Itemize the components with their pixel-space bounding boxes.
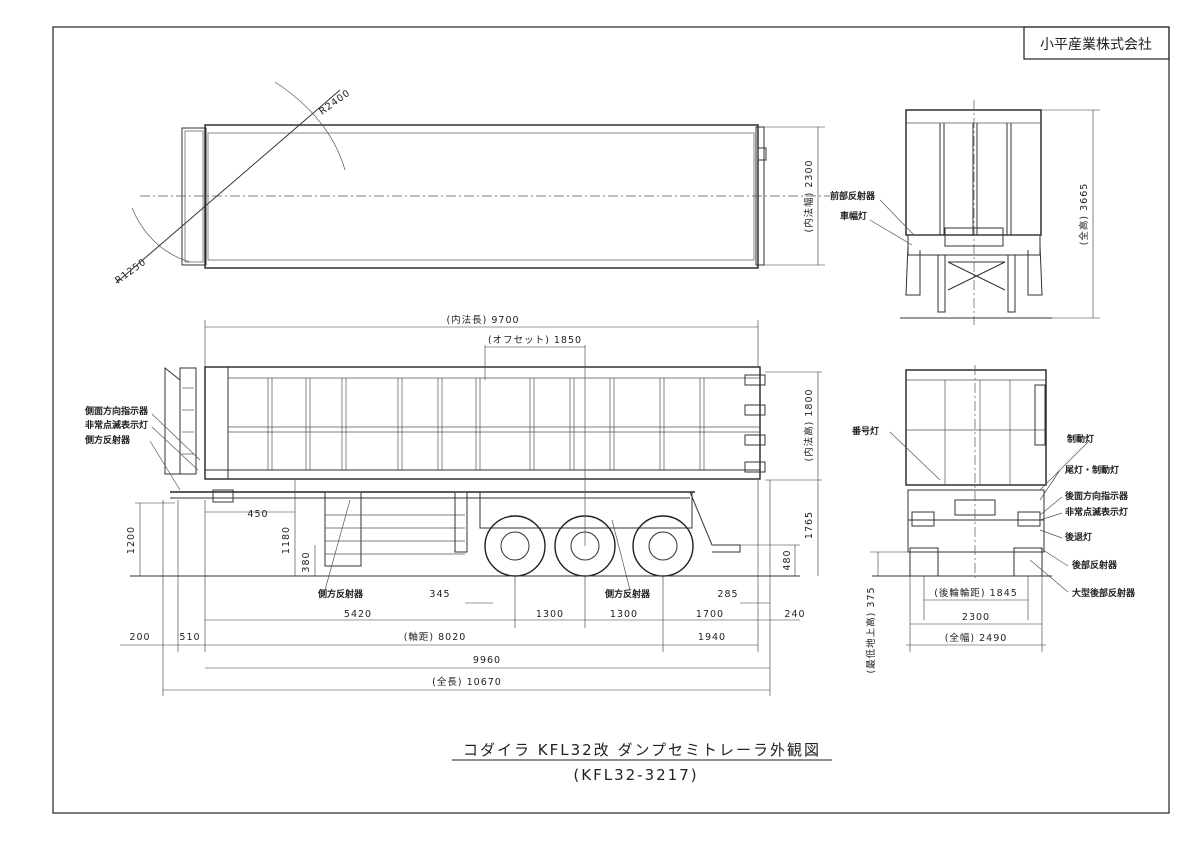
dim-9960: 9960 bbox=[473, 655, 501, 666]
dim-1700: 1700 bbox=[696, 609, 724, 620]
company-name: 小平産業株式会社 bbox=[1040, 37, 1152, 53]
dim-200: 200 bbox=[129, 632, 150, 643]
label-hazard-side: 非常点滅表示灯 bbox=[85, 419, 148, 431]
dim-inner-width: (内法幅) 2300 bbox=[803, 159, 815, 232]
dim-overall-height: (全高) 3665 bbox=[1078, 183, 1090, 246]
dim-5420: 5420 bbox=[344, 609, 372, 620]
drawing-subtitle: (KFL32-3217) bbox=[573, 766, 698, 784]
label-rear-reflector: 後部反射器 bbox=[1072, 559, 1118, 571]
label-side-reflector-bottom1: 側方反射器 bbox=[317, 588, 364, 600]
dim-rear-track: (後輪輪距) 1845 bbox=[934, 587, 1018, 599]
dim-285: 285 bbox=[717, 589, 738, 600]
label-rear-direction: 後面方向指示器 bbox=[1065, 490, 1129, 502]
dim-450: 450 bbox=[247, 509, 268, 520]
dim-radius-rear: R1250 bbox=[113, 256, 148, 286]
dim-1300a: 1300 bbox=[536, 609, 564, 620]
dim-offset: (オフセット) 1850 bbox=[488, 335, 582, 346]
dim-radius-front: R2400 bbox=[317, 87, 352, 117]
label-large-rear-reflector: 大型後部反射器 bbox=[1072, 587, 1136, 599]
dim-1200: 1200 bbox=[126, 526, 137, 554]
dim-inner-length: (内法長) 9700 bbox=[446, 314, 519, 326]
label-tail-brake: 尾灯・制動灯 bbox=[1064, 464, 1119, 476]
dim-1765: 1765 bbox=[804, 511, 815, 539]
label-width-lamp: 車幅灯 bbox=[840, 210, 867, 222]
label-side-reflector-bottom2: 側方反射器 bbox=[604, 588, 651, 600]
dim-1180: 1180 bbox=[281, 526, 292, 554]
label-plate-lamp: 番号灯 bbox=[851, 425, 879, 437]
dim-345: 345 bbox=[429, 589, 450, 600]
dim-1940: 1940 bbox=[698, 632, 726, 643]
label-side-reflector: 側方反射器 bbox=[84, 434, 131, 446]
label-side-direction: 側面方向指示器 bbox=[84, 405, 149, 417]
drawing-title: コダイラ KFL32改 ダンプセミトレーラ外観図 bbox=[463, 741, 821, 759]
dim-overall-width: (全幅) 2490 bbox=[945, 632, 1008, 644]
drawing-border bbox=[52, 26, 1170, 814]
label-brake: 制動灯 bbox=[1067, 433, 1094, 445]
dim-ground-clearance: (最低地上高) 375 bbox=[865, 586, 877, 673]
dim-480: 480 bbox=[782, 549, 793, 570]
front-view bbox=[869, 100, 1100, 325]
dim-inner-height: (内法高) 1800 bbox=[803, 388, 815, 461]
dim-wheelbase: (軸距) 8020 bbox=[404, 631, 467, 643]
label-hazard-rear: 非常点滅表示灯 bbox=[1065, 506, 1128, 518]
dim-2300: 2300 bbox=[962, 612, 990, 623]
dim-240: 240 bbox=[784, 609, 805, 620]
side-view bbox=[120, 320, 822, 696]
dim-overall-length: (全長) 10670 bbox=[432, 676, 502, 688]
plan-view bbox=[115, 81, 830, 284]
company-box bbox=[1023, 26, 1170, 60]
dim-510: 510 bbox=[179, 632, 200, 643]
label-front-reflector: 前部反射器 bbox=[830, 190, 876, 202]
dim-380: 380 bbox=[301, 551, 312, 572]
rear-view bbox=[870, 365, 1091, 652]
label-reverse: 後退灯 bbox=[1065, 531, 1092, 543]
dim-1300b: 1300 bbox=[610, 609, 638, 620]
